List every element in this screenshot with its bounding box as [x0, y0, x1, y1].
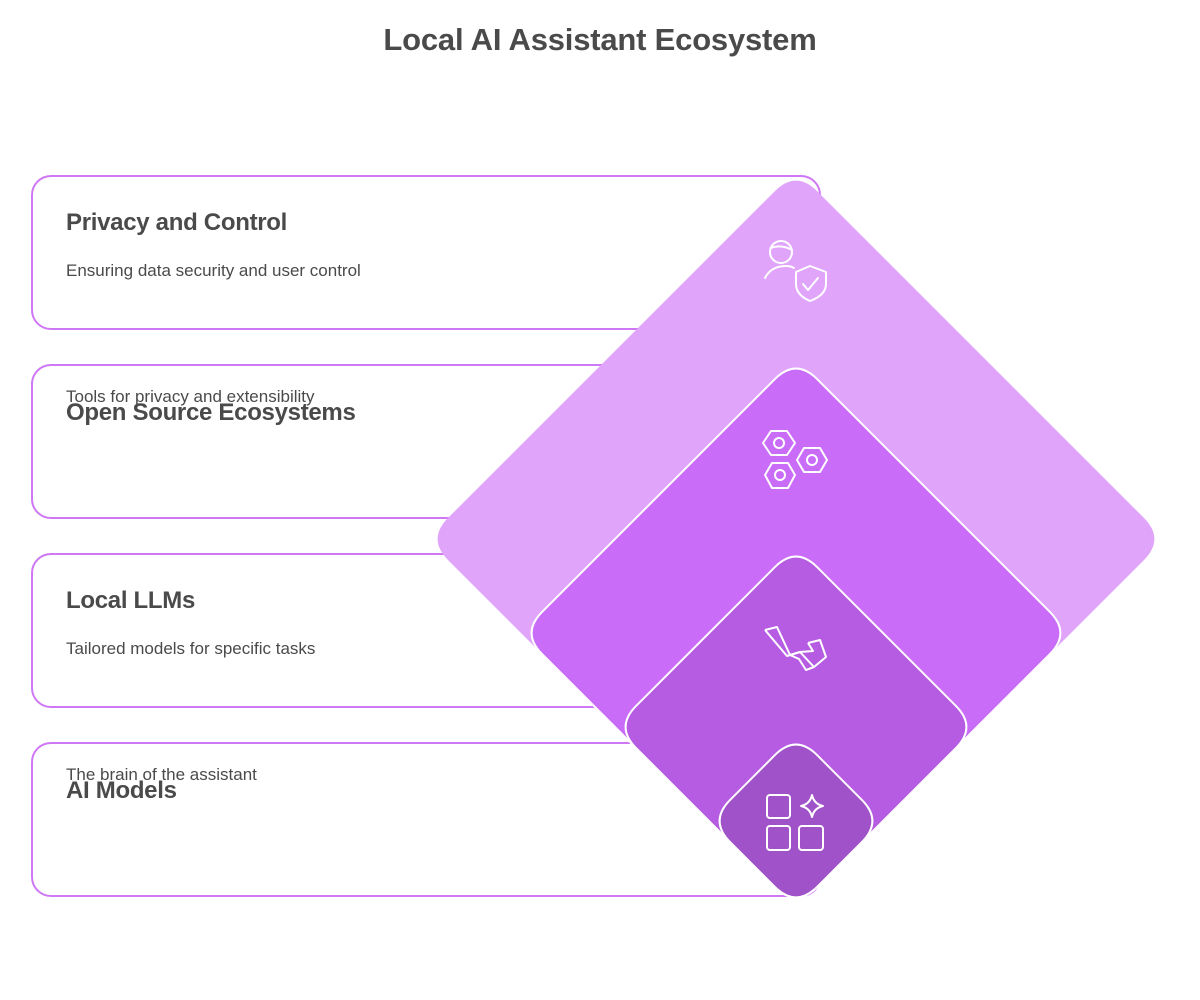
user-shield-icon — [764, 240, 827, 302]
diagram-title: Local AI Assistant Ecosystem — [383, 22, 817, 57]
layer-description: Ensuring data security and user control — [66, 261, 361, 280]
hex-nuts-icon — [762, 430, 828, 489]
layer-heading: AI Models — [66, 777, 177, 804]
layer-heading: Open Source Ecosystems — [66, 399, 356, 426]
layer-description: Tools for privacy and extensibility — [66, 387, 315, 406]
diamond-ai-models — [718, 743, 874, 899]
layer-heading: Local LLMs — [66, 587, 196, 614]
layer-description: Tailored models for specific tasks — [66, 639, 316, 658]
layer-description: The brain of the assistant — [66, 765, 257, 784]
apps-sparkle-icon — [766, 794, 824, 851]
laravel-logo-icon — [764, 626, 827, 671]
layer-heading: Privacy and Control — [66, 209, 288, 236]
